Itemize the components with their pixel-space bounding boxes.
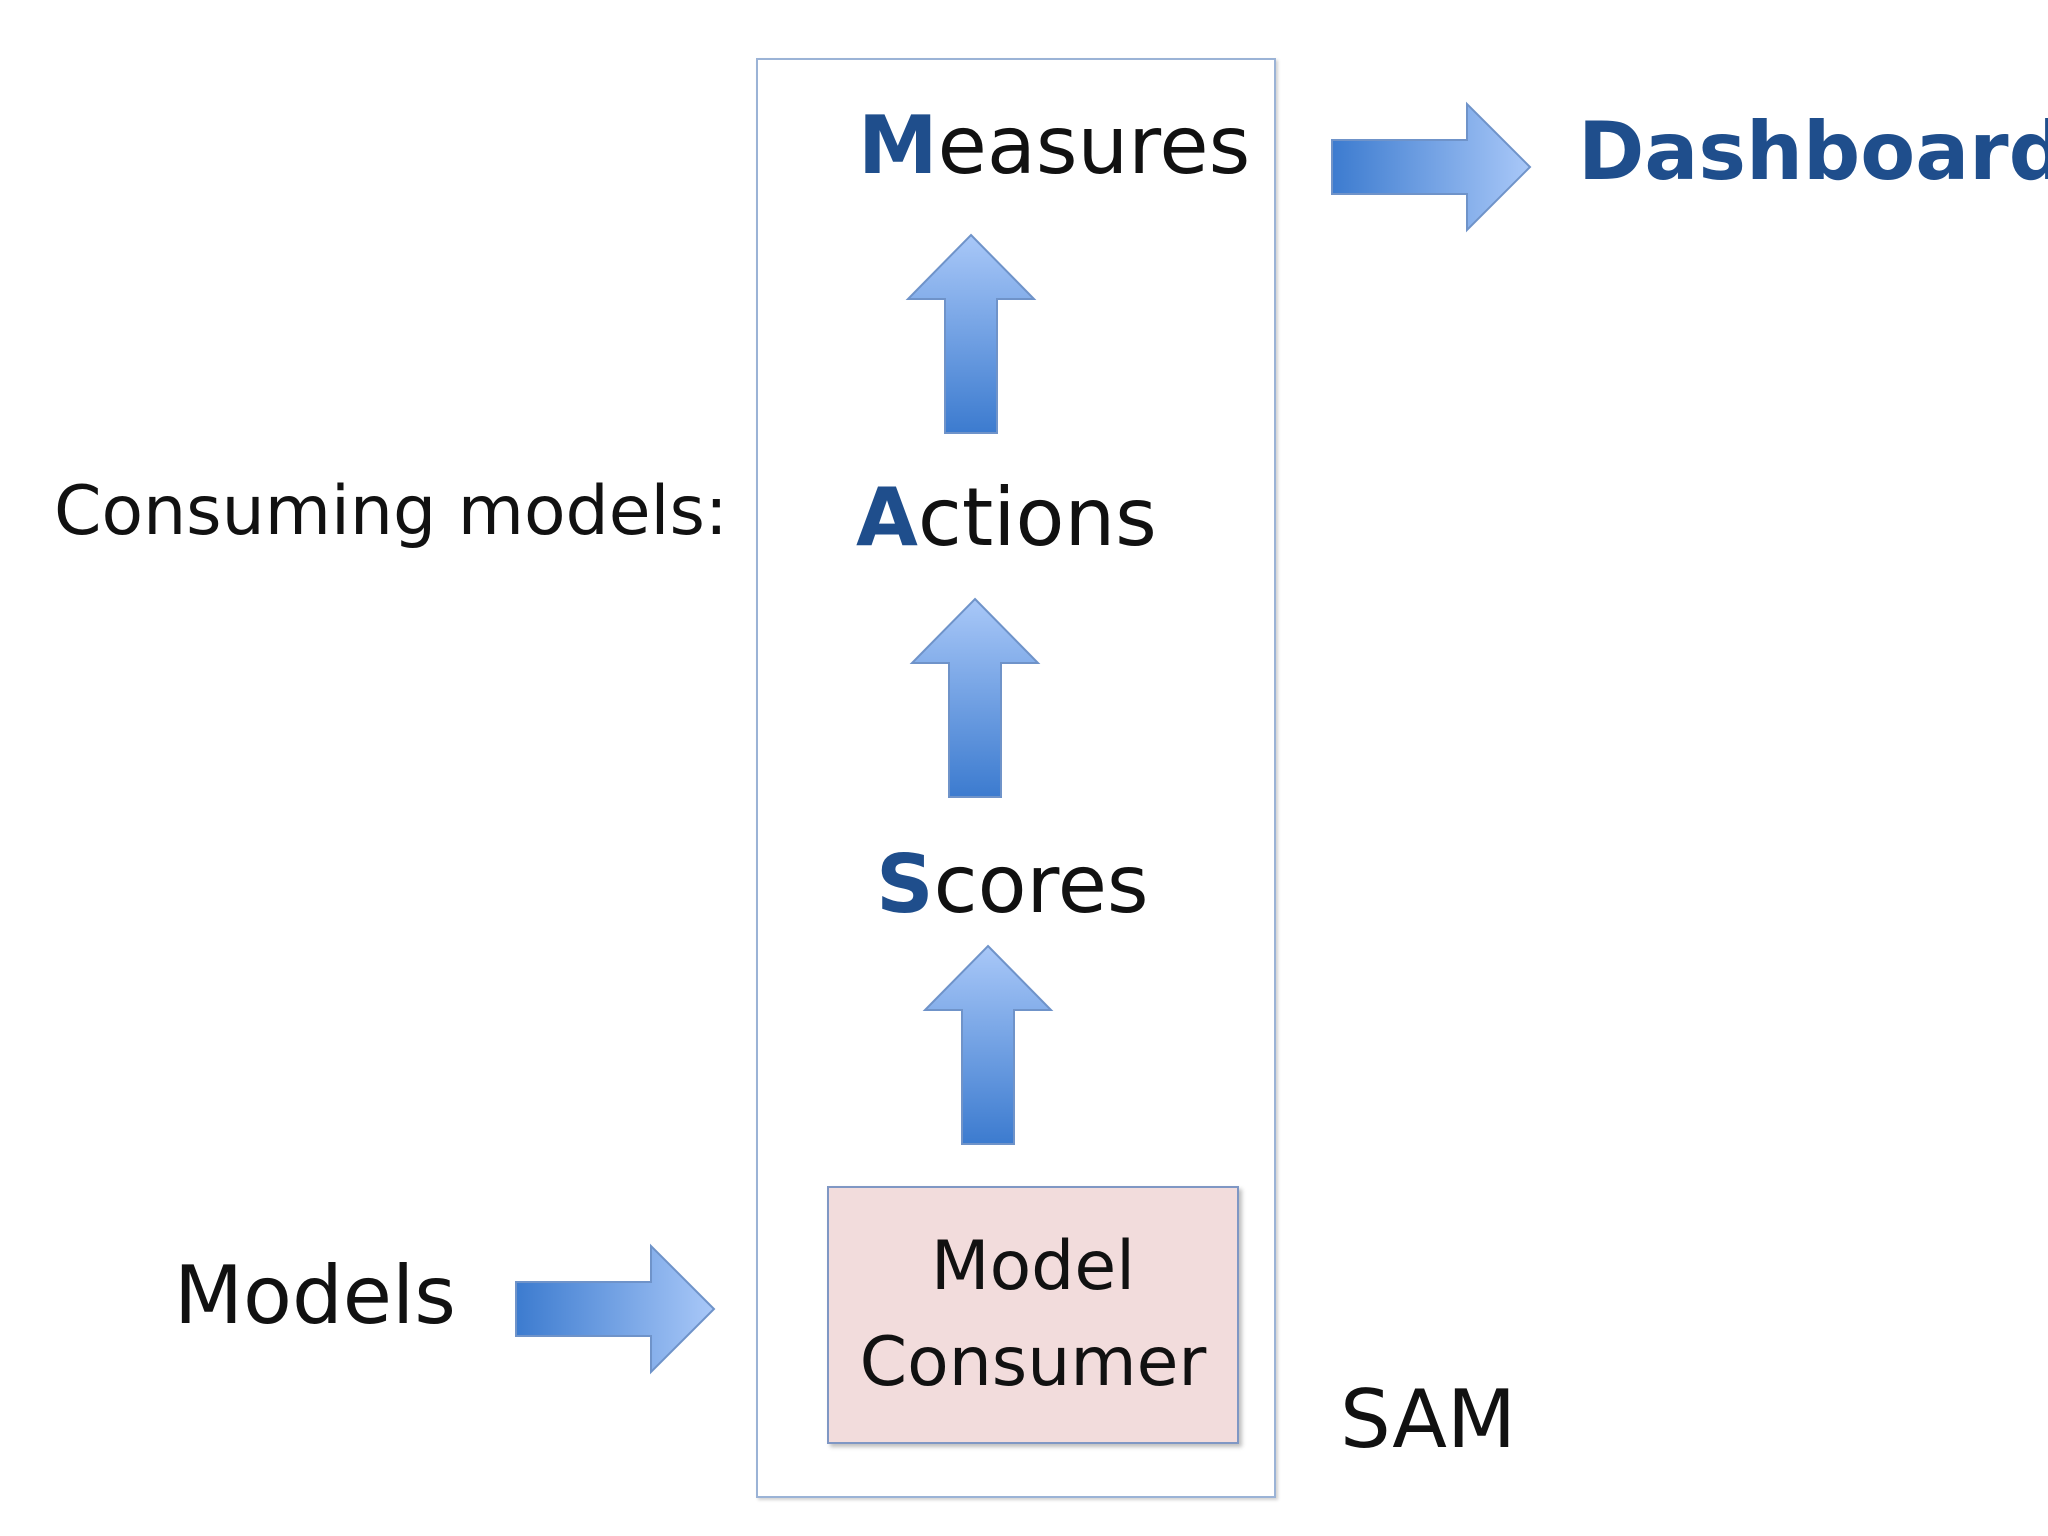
stage-scores-rest: cores (933, 838, 1149, 931)
stage-scores: Scores (876, 845, 1149, 925)
arrow-up-icon (922, 944, 1054, 1145)
sam-label: SAM (1340, 1373, 1517, 1466)
model-consumer-line2: Consumer (859, 1323, 1207, 1402)
arrow-right-icon (515, 1243, 716, 1375)
arrow-up-icon (905, 233, 1037, 434)
sam-container (756, 58, 1276, 1498)
stage-scores-initial: S (876, 838, 934, 931)
arrow-right-icon (1331, 101, 1532, 233)
stage-measures-rest: easures (937, 99, 1251, 192)
stage-actions-initial: A (856, 471, 918, 564)
model-consumer-box: Model Consumer (827, 1186, 1239, 1444)
stage-measures: Measures (858, 106, 1250, 186)
consuming-models-label: Consuming models: (54, 472, 728, 551)
model-consumer-line1: Model (930, 1227, 1136, 1306)
dashboards-label: Dashboards (1578, 105, 2048, 198)
stage-actions: Actions (856, 478, 1157, 558)
models-label: Models (174, 1249, 456, 1342)
stage-actions-rest: ctions (917, 471, 1157, 564)
stage-measures-initial: M (858, 99, 938, 192)
arrow-up-icon (909, 597, 1041, 798)
